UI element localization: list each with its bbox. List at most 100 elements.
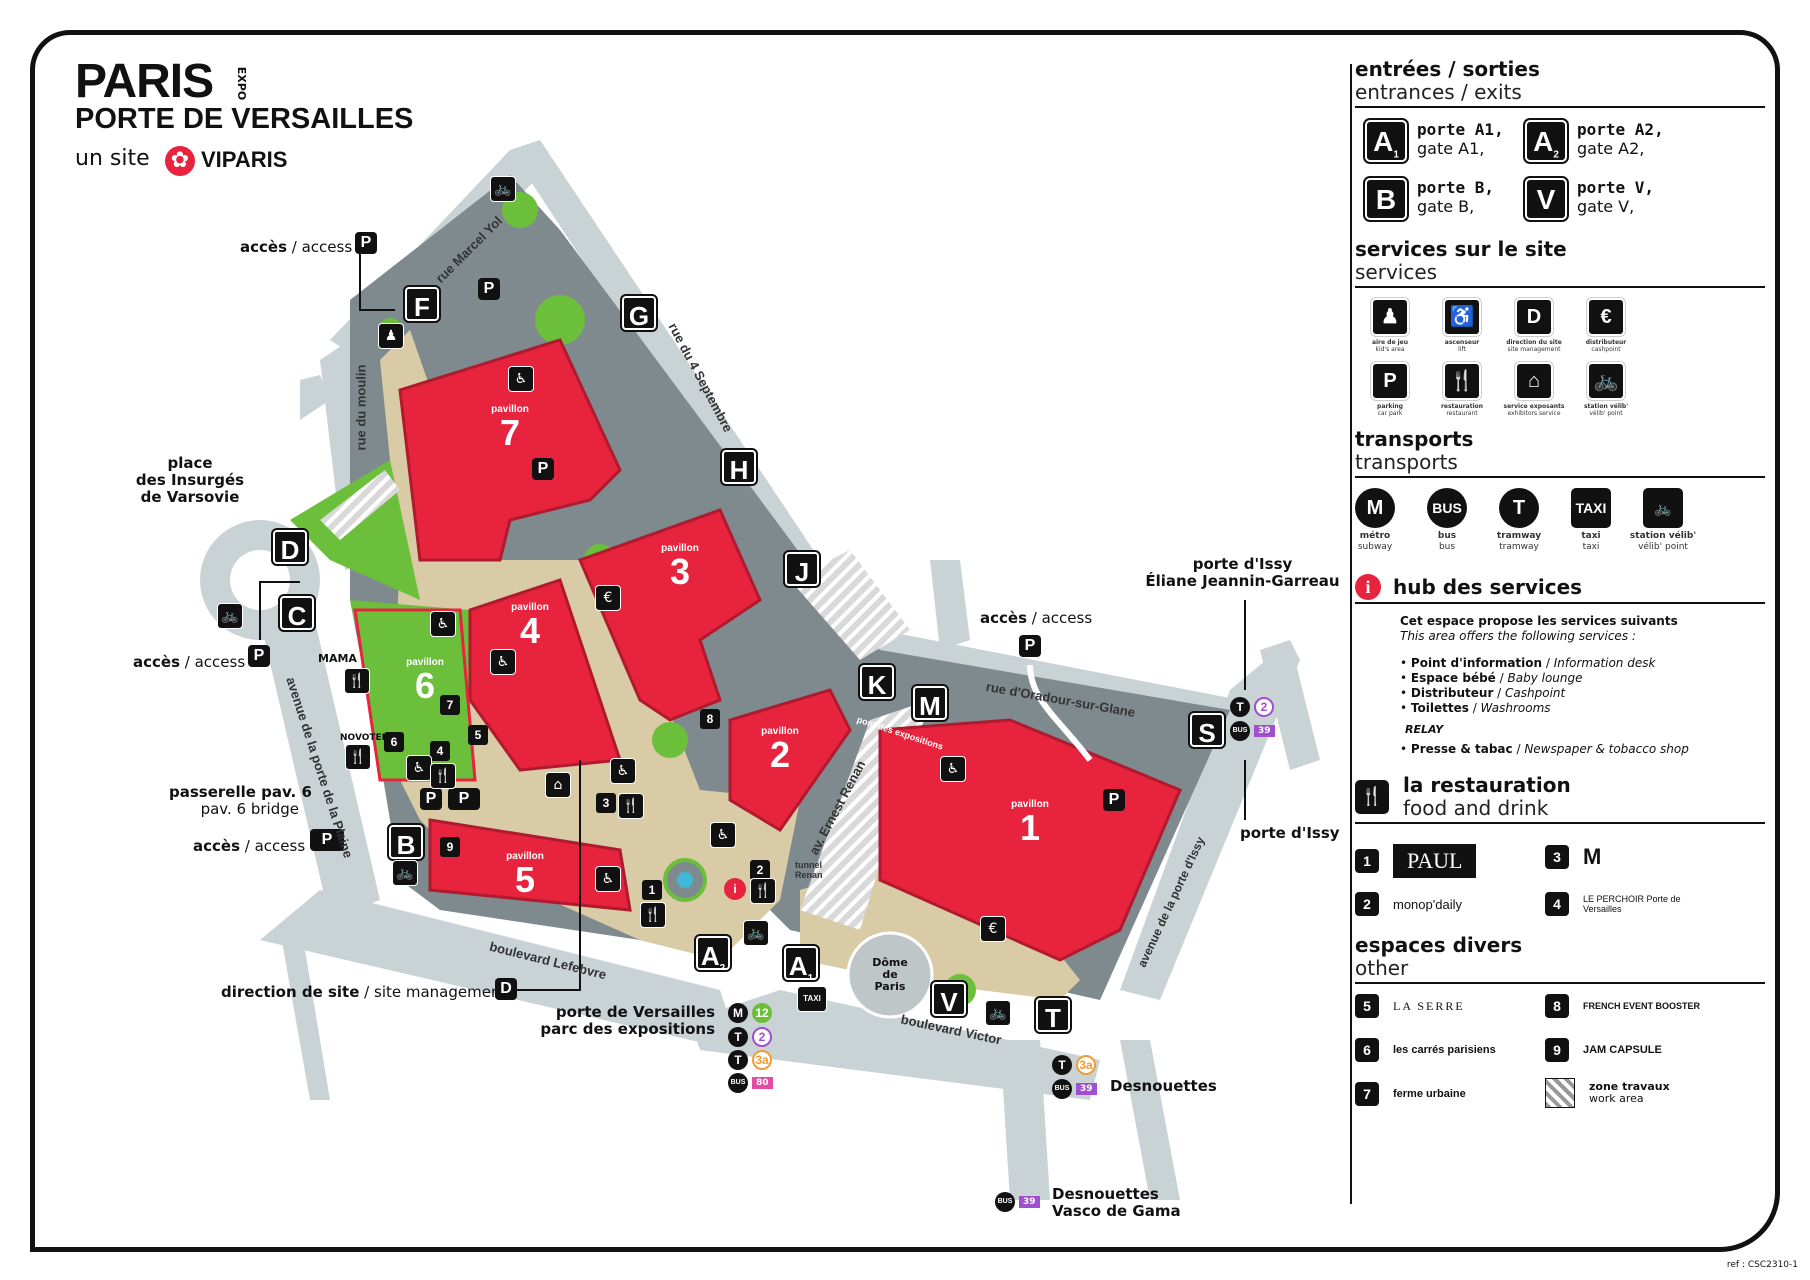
- marker-1: 1: [642, 880, 662, 900]
- metro-icon: M: [728, 1003, 748, 1023]
- gate-a2[interactable]: A2: [694, 934, 732, 974]
- mama-shelter-logo: MAMA: [318, 652, 357, 665]
- legend-hub-items: • Point d'information / Information desk…: [1400, 656, 1656, 715]
- gate-k[interactable]: K: [858, 663, 896, 701]
- legend-gate-a2: A2 porte A2,gate A2,: [1523, 118, 1664, 164]
- restaurant-icon: 🍴: [345, 744, 371, 770]
- access-p1-pointer: [1027, 664, 1093, 762]
- gate-g[interactable]: G: [620, 294, 658, 332]
- taxi-icon: TAXI: [1571, 488, 1611, 528]
- road-side-1: [1260, 640, 1320, 770]
- lift-icon: ♿: [595, 866, 621, 892]
- parking-p7-access-icon: P: [355, 232, 377, 254]
- taxi-icon: TAXI: [797, 986, 827, 1012]
- parking-vip-access-icon: P: [310, 829, 344, 851]
- parking-p6-access-icon: P: [248, 645, 270, 667]
- legend-food-title: la restauration: [1403, 773, 1571, 797]
- legend-entries-title: entrées / sorties: [1355, 57, 1540, 81]
- lift-icon: ♿: [710, 822, 736, 848]
- marker-6: 6: [384, 732, 404, 752]
- bus-icon: BUS: [995, 1192, 1015, 1212]
- cashpoint-icon: €: [595, 585, 621, 611]
- road-side-5: [300, 375, 330, 420]
- label-access-p7: accès / access: [240, 238, 353, 256]
- gate-s[interactable]: S: [1188, 711, 1226, 749]
- info-hub-icon[interactable]: i: [724, 878, 746, 900]
- cashpoint-icon: €: [980, 916, 1006, 942]
- velib-icon: 🚲: [490, 176, 516, 202]
- tram-line-3a-icon: 3a: [752, 1050, 772, 1070]
- pavilion-7-shape: [398, 338, 622, 562]
- gate-v[interactable]: V: [930, 980, 968, 1018]
- viparis-logo-icon: ✿: [165, 146, 195, 176]
- gate-m[interactable]: M: [911, 684, 949, 722]
- gate-d[interactable]: D: [271, 528, 309, 566]
- brand-site-prefix: un site: [75, 146, 150, 171]
- legend-hub-press: • Presse & tabac / Newspaper & tobacco s…: [1400, 742, 1689, 756]
- site-map: [200, 140, 1320, 1200]
- metro-icon: M: [1355, 488, 1395, 528]
- road-side-2: [930, 560, 970, 650]
- gate-f[interactable]: F: [403, 285, 441, 323]
- brand-expo: EXPO: [235, 66, 249, 101]
- road-side-4: [1120, 1040, 1180, 1200]
- direction-site-icon: D: [495, 978, 517, 1000]
- marker-7: 7: [440, 695, 460, 715]
- access-p7-pointer: [359, 240, 395, 311]
- legend-divider: [1350, 64, 1352, 1204]
- bus-icon: BUS: [1427, 488, 1467, 528]
- lift-icon: ♿: [1442, 297, 1482, 337]
- velib-icon: 🚲: [1643, 488, 1683, 528]
- kids-area-icon: ♟: [1370, 297, 1410, 337]
- tram-line-2-icon: 2: [752, 1027, 772, 1047]
- legend: entrées / sorties entrances / exits A1 p…: [1355, 58, 1765, 1124]
- tram-line-2-icon: 2: [1254, 697, 1274, 717]
- velib-icon: 🚲: [217, 603, 243, 629]
- marker-4: 4: [430, 741, 450, 761]
- site-management-icon: D: [1514, 297, 1554, 337]
- parking-vip-icon: P: [448, 788, 480, 810]
- bus-line-39: 39: [1076, 1083, 1097, 1095]
- velib-icon: 🚲: [985, 1000, 1011, 1026]
- restaurant-icon: 🍴: [430, 763, 456, 789]
- pavilion-3-shape: [577, 508, 762, 722]
- marker-5: 5: [468, 725, 488, 745]
- legend-service-velib: 🚲station vélib'vélib' point: [1571, 361, 1641, 417]
- legend-services-sub: services: [1355, 260, 1438, 284]
- pavilions: [398, 338, 1182, 962]
- legend-other-sub: other: [1355, 956, 1409, 980]
- map-frame: [30, 30, 1780, 1252]
- gate-c[interactable]: C: [278, 594, 316, 632]
- legend-transport-velib: 🚲station vélib'vélib' point: [1623, 488, 1703, 553]
- restaurant-icon: 🍴: [640, 902, 666, 928]
- gate-j[interactable]: J: [783, 550, 821, 588]
- road-side-6: [280, 920, 330, 1100]
- gate-b[interactable]: B: [387, 823, 425, 861]
- restaurant-icon: 🍴: [1442, 361, 1482, 401]
- gate-t[interactable]: T: [1034, 996, 1072, 1034]
- gate-h[interactable]: H: [720, 448, 758, 486]
- label-access-p1: accès / access: [980, 609, 1093, 627]
- gate-a1[interactable]: A1: [782, 944, 820, 984]
- tram-icon: T: [728, 1050, 748, 1070]
- legend-transports-title: transports: [1355, 427, 1474, 451]
- velib-icon: 🚲: [392, 860, 418, 886]
- velib-icon: 🚲: [743, 920, 769, 946]
- legend-hub-title: hub des services: [1393, 575, 1583, 599]
